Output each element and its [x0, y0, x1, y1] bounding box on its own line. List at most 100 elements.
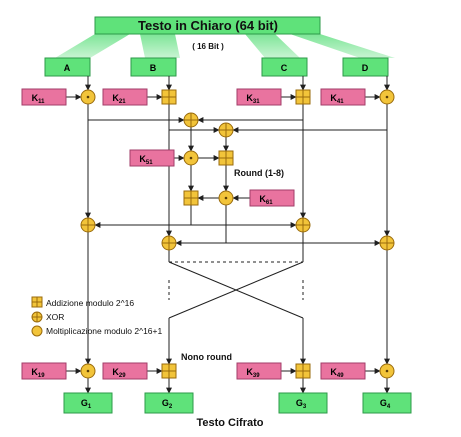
- bit-width-label: ( 16 Bit ): [192, 42, 224, 51]
- output-g2-sub: 2: [169, 404, 173, 410]
- input-box-b: [130, 57, 177, 77]
- input-boxes: A B C D: [44, 57, 389, 77]
- svg-text:K39: K39: [246, 367, 260, 379]
- svg-text:G1: G1: [81, 398, 92, 410]
- key-boxes: K11 K21 K31 K41 K51 K61 K19 K29: [21, 88, 366, 380]
- output-g1-sub: 1: [88, 404, 92, 410]
- add-op-b1: [161, 89, 177, 105]
- key-k11-base: K: [32, 93, 39, 103]
- svg-text:G4: G4: [380, 398, 391, 410]
- fan-c: [245, 34, 300, 58]
- key-k51: K51: [129, 149, 175, 167]
- mul-op-d1: [379, 89, 395, 105]
- legend-xor-label: XOR: [46, 312, 64, 322]
- legend-mul: Moltiplicazione modulo 2^16+1: [31, 325, 162, 337]
- output-g1: G1: [63, 392, 113, 414]
- legend-xor: XOR: [31, 311, 64, 323]
- key-k51-base: K: [139, 154, 146, 164]
- input-label-a: A: [64, 63, 71, 73]
- key-k19: K19: [21, 362, 67, 380]
- input-box-d: [342, 57, 389, 77]
- xor-op-a2: [80, 217, 96, 233]
- key-k61-sub: 61: [266, 200, 273, 206]
- legend-mul-label: Moltiplicazione modulo 2^16+1: [46, 326, 162, 336]
- add-op-low: [183, 190, 199, 206]
- key-k41: K41: [320, 88, 366, 106]
- input-label-d: D: [362, 63, 369, 73]
- key-k11-sub: 11: [38, 99, 45, 105]
- key-k39: K39: [236, 362, 282, 380]
- fan-b: [140, 34, 180, 58]
- output-g4-base: G: [380, 398, 387, 408]
- input-box-c: [261, 57, 308, 77]
- plaintext-block: Testo in Chiaro (64 bit) ( 16 Bit ): [55, 16, 395, 58]
- key-k61: K61: [249, 189, 295, 207]
- fan-a: [55, 34, 130, 58]
- ciphertext-title: Testo Cifrato: [196, 417, 263, 429]
- final-round-label: Nono round: [181, 352, 232, 362]
- mul-op-a1: [80, 89, 96, 105]
- output-g3-base: G: [296, 398, 303, 408]
- key-k49-base: K: [330, 367, 337, 377]
- output-g1-base: G: [81, 398, 88, 408]
- output-g3: G3: [278, 392, 328, 414]
- add-op-b9: [161, 363, 177, 379]
- mul-op-d9: [379, 363, 395, 379]
- key-k29-sub: 29: [119, 373, 126, 379]
- svg-text:G3: G3: [296, 398, 307, 410]
- output-g2-base: G: [162, 398, 169, 408]
- key-k31-base: K: [246, 93, 253, 103]
- add-op-mid: [218, 150, 234, 166]
- input-box-a: [44, 57, 91, 77]
- key-k61-base: K: [259, 194, 266, 204]
- output-g3-sub: 3: [303, 404, 307, 410]
- fan-d: [290, 34, 395, 58]
- xor-op-bd: [218, 122, 234, 138]
- legend-add-label: Addizione modulo 2^16: [46, 298, 134, 308]
- key-k21: K21: [102, 88, 148, 106]
- output-g4: G4: [362, 392, 412, 414]
- output-g2: G2: [144, 392, 194, 414]
- svg-text:K61: K61: [259, 194, 273, 206]
- output-boxes: G1 G2 G3 G4: [63, 392, 412, 414]
- plaintext-title: Testo in Chiaro (64 bit): [138, 18, 278, 33]
- xor-op-c2: [295, 217, 311, 233]
- key-k29-base: K: [112, 367, 119, 377]
- xor-op-b2: [161, 235, 177, 251]
- svg-text:K41: K41: [330, 93, 344, 105]
- mul-op-a9: [80, 363, 96, 379]
- svg-text:K11: K11: [32, 93, 46, 105]
- round-label: Round (1-8): [234, 168, 284, 178]
- connections: [66, 76, 390, 394]
- add-op-c1: [295, 89, 311, 105]
- output-g4-sub: 4: [387, 404, 391, 410]
- key-k19-base: K: [31, 367, 38, 377]
- svg-text:K29: K29: [112, 367, 126, 379]
- svg-text:K21: K21: [112, 93, 126, 105]
- svg-text:K19: K19: [31, 367, 45, 379]
- svg-text:G2: G2: [162, 398, 173, 410]
- operators: [80, 89, 395, 379]
- xor-op-d2: [379, 235, 395, 251]
- key-k41-base: K: [330, 93, 337, 103]
- key-k11: K11: [21, 88, 67, 106]
- svg-text:K31: K31: [246, 93, 260, 105]
- svg-text:K49: K49: [330, 367, 344, 379]
- input-label-c: C: [281, 63, 288, 73]
- plaintext-box: [94, 16, 321, 35]
- legend-mul-icon: [31, 325, 43, 337]
- key-k29: K29: [102, 362, 148, 380]
- key-k21-base: K: [112, 93, 119, 103]
- legend-add: Addizione modulo 2^16: [31, 296, 134, 308]
- key-k39-sub: 39: [253, 373, 260, 379]
- key-k31-sub: 31: [253, 99, 260, 105]
- key-k41-sub: 41: [337, 99, 344, 105]
- legend: Addizione modulo 2^16 XOR Moltiplicazion…: [31, 296, 162, 337]
- input-label-b: B: [150, 63, 157, 73]
- add-op-c9: [295, 363, 311, 379]
- key-k49-sub: 49: [337, 373, 344, 379]
- key-k39-base: K: [246, 367, 253, 377]
- key-k31: K31: [236, 88, 282, 106]
